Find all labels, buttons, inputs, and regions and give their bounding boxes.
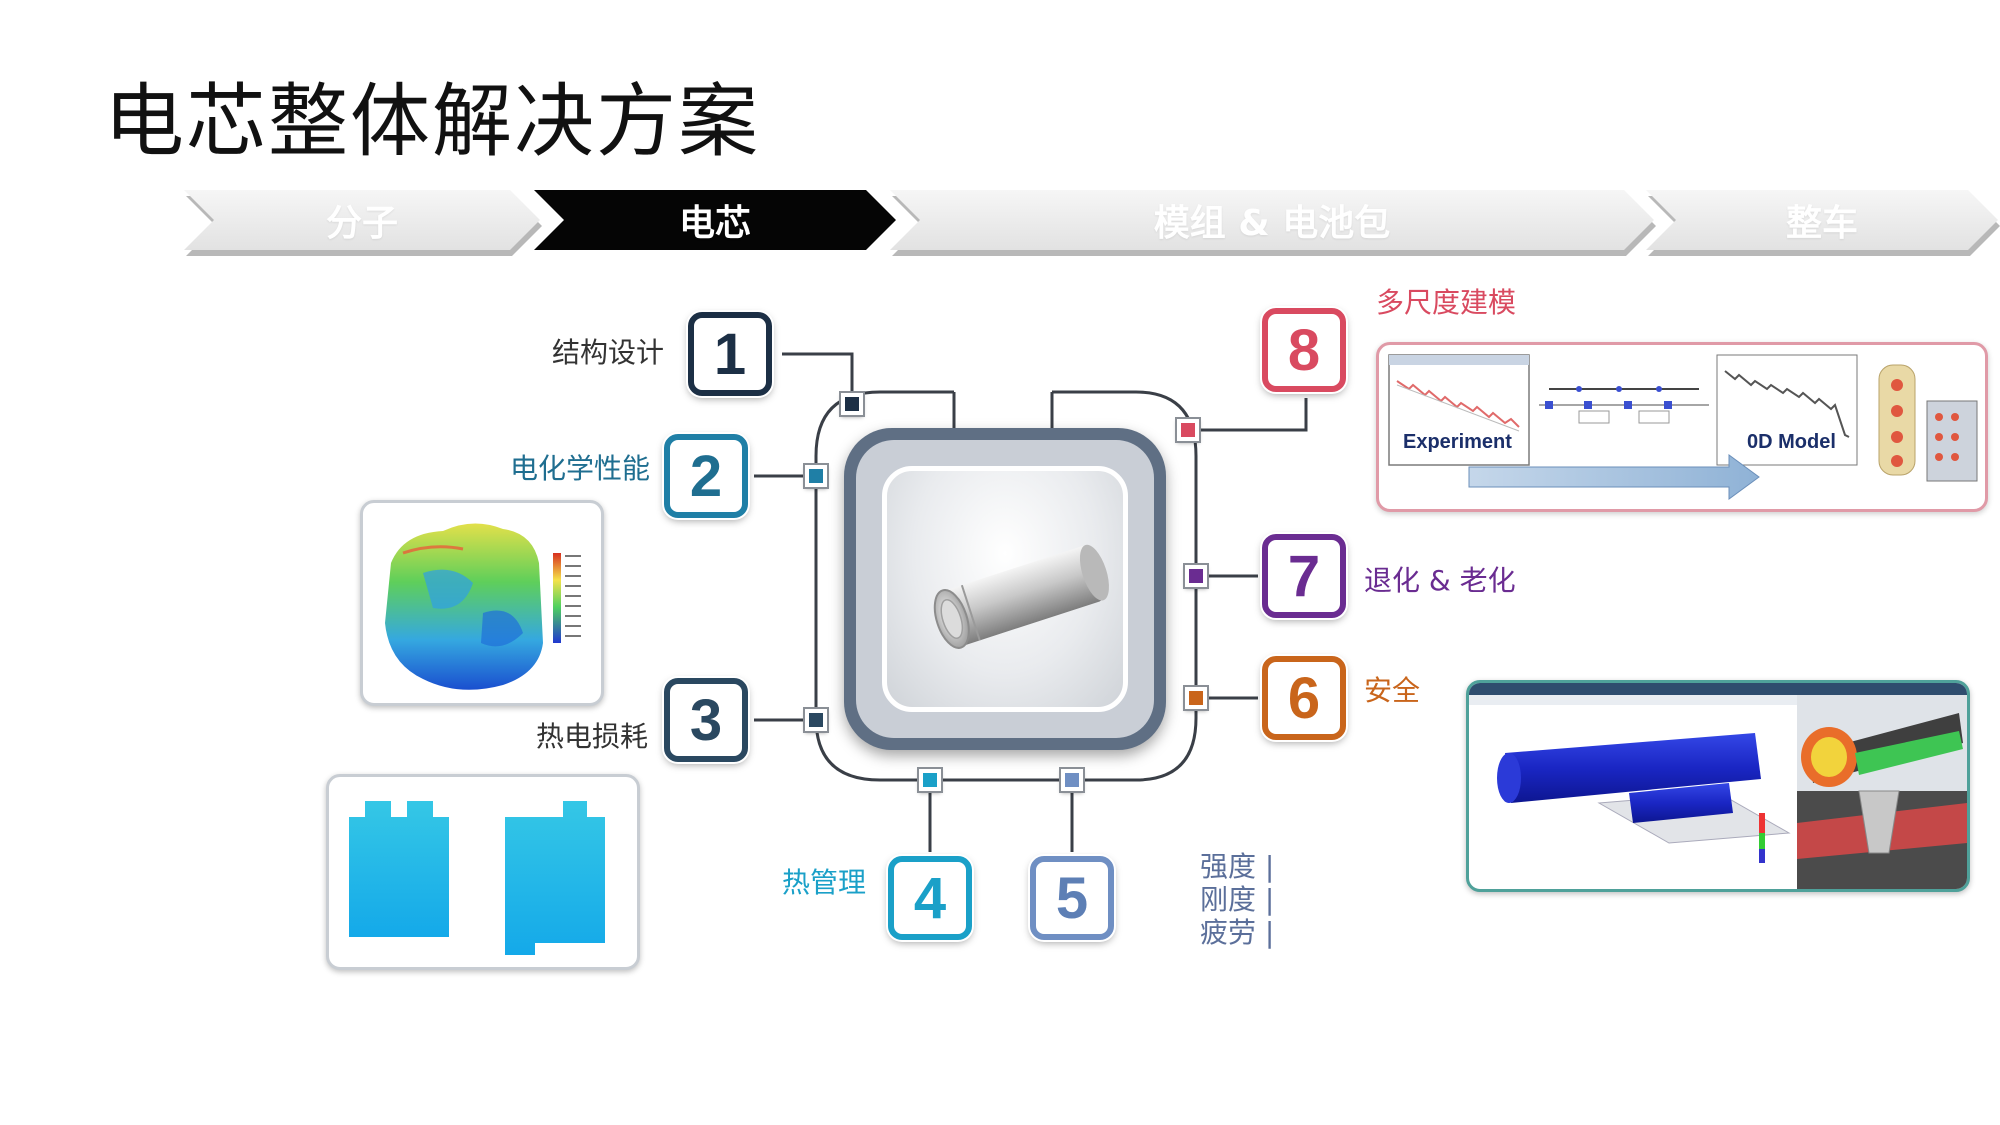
label-thermal-management: 热管理 xyxy=(782,866,867,899)
label-electrochemical: 电化学性能 xyxy=(510,452,651,485)
module-box-3[interactable]: 3 xyxy=(664,678,748,762)
module-box-2[interactable]: 2 xyxy=(664,434,748,518)
module-box-4[interactable]: 4 xyxy=(888,856,972,940)
process-step-vehicle[interactable]: 整车 xyxy=(1646,190,1998,250)
strength-list: 强度 | 刚度 | 疲劳 | xyxy=(1200,850,1274,949)
0d-model-label: 0D Model xyxy=(1747,431,1836,453)
label-thermal-loss: 热电损耗 xyxy=(536,720,649,753)
module-box-8[interactable]: 8 xyxy=(1262,308,1346,392)
battery-cell-image xyxy=(882,466,1128,712)
node-6 xyxy=(1185,687,1207,709)
thermal-simulation-image xyxy=(326,774,640,970)
module-box-7[interactable]: 7 xyxy=(1262,534,1346,618)
node-5 xyxy=(1061,769,1083,791)
experiment-label: Experiment xyxy=(1403,431,1512,453)
node-1 xyxy=(841,393,863,415)
node-7 xyxy=(1185,565,1207,587)
module-box-6[interactable]: 6 xyxy=(1262,656,1346,740)
process-step-molecule[interactable]: 分子 xyxy=(184,190,540,250)
page-title: 电芯整体解决方案 xyxy=(104,75,760,168)
node-8 xyxy=(1177,419,1199,441)
node-4 xyxy=(919,769,941,791)
label-fatigue: 疲劳 | xyxy=(1200,916,1275,949)
label-stiffness: 刚度 | xyxy=(1200,883,1275,916)
label-strength: 强度 | xyxy=(1200,850,1275,883)
label-safety: 安全 xyxy=(1364,674,1421,707)
label-degradation-aging: 退化 & 老化 xyxy=(1364,564,1516,597)
electrochemical-simulation-image xyxy=(360,500,604,706)
label-structure-design: 结构设计 xyxy=(552,336,665,369)
module-box-5[interactable]: 5 xyxy=(1030,856,1114,940)
process-step-module-pack[interactable]: 模组 & 电池包 xyxy=(890,190,1654,250)
node-3 xyxy=(805,709,827,731)
safety-simulation-image xyxy=(1466,680,1970,892)
node-2 xyxy=(805,465,827,487)
module-box-1[interactable]: 1 xyxy=(688,312,772,396)
label-multiscale-modeling: 多尺度建模 xyxy=(1376,286,1517,319)
process-step-cell[interactable]: 电芯 xyxy=(534,190,896,250)
battery-cell-frame xyxy=(844,428,1166,750)
multiscale-model-image: Experiment 0D Model xyxy=(1376,342,1988,512)
